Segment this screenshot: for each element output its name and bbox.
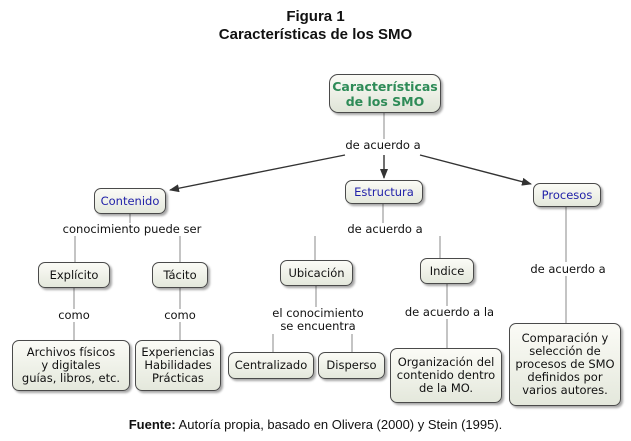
link-label-explicito-como: como	[52, 309, 96, 322]
arrow-to-procesos	[419, 154, 532, 186]
node-contenido: Contenido	[94, 188, 166, 214]
node-explicito: Explícito	[38, 262, 110, 288]
node-organizacion: Organización del contenido dentro de la …	[390, 348, 502, 403]
link-label-root: de acuerdo a	[341, 139, 425, 152]
source-label: Fuente:	[128, 417, 176, 432]
link-label-conocimiento-encuentra: el conocimiento se encuentra	[266, 307, 370, 333]
link-label-tacito-como: como	[158, 309, 202, 322]
node-procesos: Procesos	[533, 183, 601, 207]
link-label-conocimiento: conocimiento puede ser	[60, 223, 204, 236]
link-label-indice: de acuerdo a la	[400, 306, 499, 319]
figure-title: Características de los SMO	[218, 26, 413, 43]
source-text: Autoría propia, basado en Olivera (2000)…	[175, 417, 503, 432]
node-disperso: Disperso	[318, 352, 385, 379]
node-experiencias: Experiencias Habilidades Prácticas	[135, 340, 221, 391]
node-centralizado: Centralizado	[228, 352, 314, 379]
figure-source: Fuente: Autoría propia, basado en Oliver…	[0, 417, 631, 432]
node-tacito: Tácito	[152, 262, 208, 288]
node-root: Características de los SMO	[329, 74, 441, 113]
link-label-procesos: de acuerdo a	[526, 263, 610, 276]
link-label-estructura: de acuerdo a	[343, 223, 427, 236]
node-indice: Indice	[420, 258, 474, 284]
arrow-to-contenido	[169, 154, 346, 193]
node-archivos: Archivos físicos y digitales guías, libr…	[12, 340, 130, 391]
node-ubicacion: Ubicación	[280, 260, 353, 286]
node-estructura: Estructura	[345, 180, 423, 204]
figure-number: Figura 1	[286, 8, 345, 25]
node-comparacion: Comparación y selección de procesos de S…	[509, 323, 621, 406]
